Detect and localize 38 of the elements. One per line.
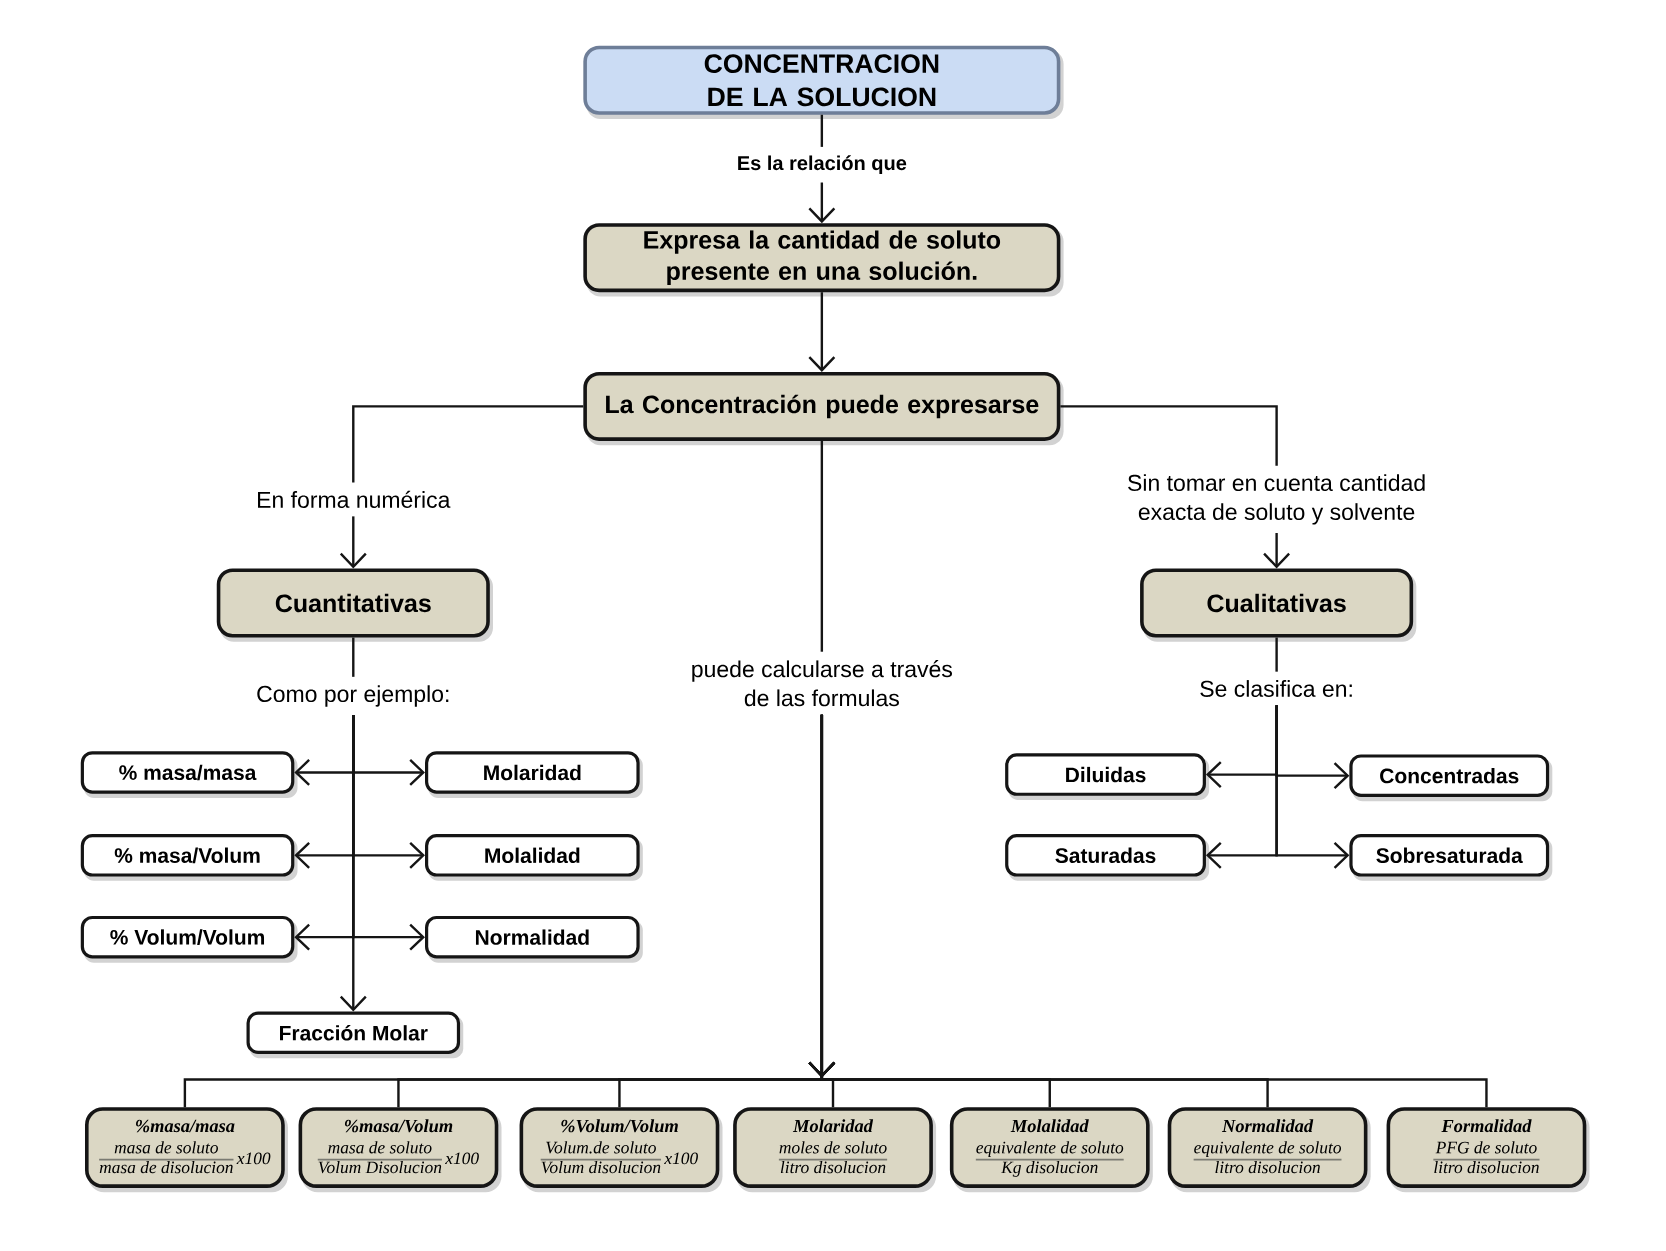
formula-box: Formalidad PFG de soluto litro disolucion	[1386, 1107, 1590, 1193]
formula-box: Molaridad moles de soluto litro disolucion	[733, 1107, 937, 1193]
connector-line	[352, 637, 355, 678]
item-box: Molaridad	[425, 751, 643, 799]
concept-box: Expresa la cantidad de soluto presente en una solución.	[583, 223, 1064, 297]
item-box: % Volum/Volum	[80, 916, 298, 963]
title-box: CONCENTRACION DE LA SOLUCION	[583, 45, 1064, 120]
link-label: Es la relación que	[738, 155, 907, 175]
connector-line	[1060, 405, 1278, 466]
formula-box: %Volum/Volum Volum.de soluto Volum disolucion x100	[519, 1107, 723, 1193]
item-box: % masa/masa	[80, 751, 298, 799]
item-box: Molalidad	[425, 834, 643, 882]
item-box: Diluidas	[1005, 753, 1210, 801]
concept-box: La Concentración puede expresarse	[583, 372, 1064, 446]
link-label: Como por ejemplo:	[257, 685, 449, 707]
item-box: Normalidad	[425, 916, 643, 963]
connector-line	[1275, 637, 1278, 672]
item-box: Sobresaturada	[1349, 834, 1553, 882]
item-box: Saturadas	[1005, 834, 1210, 882]
formula-box: %masa/masa masa de soluto masa de disolucion x100	[85, 1107, 288, 1193]
connector-line	[352, 405, 584, 483]
link-label: puede calcularse a través de las formulas	[692, 660, 952, 707]
concept-box: Cuantitativas	[216, 568, 493, 642]
connector-line	[820, 441, 824, 652]
formula-box: Normalidad equivalente de soluto litro disolucion	[1167, 1107, 1371, 1193]
formula-box: %masa/Volum masa de soluto Volum Disolucion x100	[298, 1107, 502, 1193]
link-label: En forma numérica	[258, 491, 451, 509]
concept-box: Cualitativas	[1140, 568, 1417, 642]
connector-line	[820, 114, 824, 148]
arrow	[339, 715, 367, 1012]
formula-box: Molalidad equivalente de soluto Kg disolucion	[949, 1107, 1153, 1193]
arrow	[808, 292, 836, 373]
item-box: Concentradas	[1349, 754, 1553, 802]
link-label: Se clasifica en:	[1200, 680, 1352, 698]
item-box: Fracción Molar	[246, 1011, 464, 1059]
item-box: % masa/Volum	[80, 834, 298, 882]
arrow	[1275, 705, 1350, 869]
link-label: Sin tomar en cuenta cantidad exacta de soluto y solvente	[1128, 474, 1425, 525]
